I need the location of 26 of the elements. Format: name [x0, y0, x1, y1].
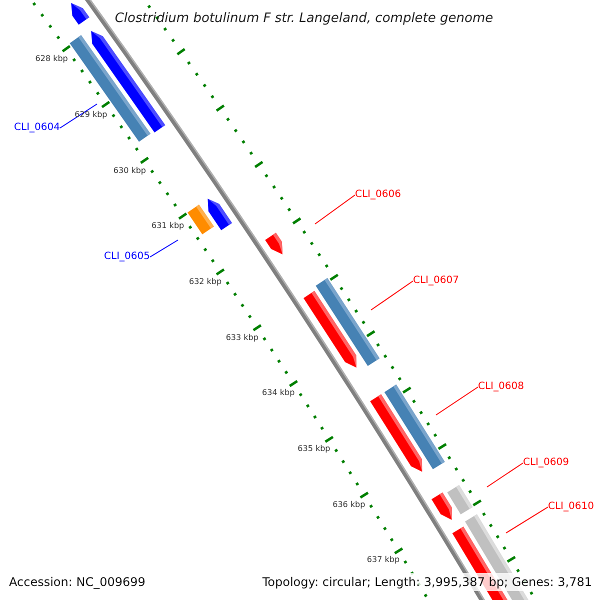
- accession-text: Accession: NC_009699: [9, 574, 146, 591]
- leader-line: [60, 104, 98, 128]
- gene-label: CLI_0604: [12, 121, 60, 135]
- gene-label: CLI_0610: [548, 500, 596, 514]
- gene-label: CLI_0608: [478, 380, 526, 394]
- gene-label: CLI_0605: [102, 250, 150, 264]
- leader-line: [486, 462, 524, 488]
- gene-label: CLI_0609: [523, 456, 571, 470]
- scale-label: 633 kbp: [226, 332, 258, 344]
- leader-line: [314, 194, 356, 224]
- scale-label: 631 kbp: [152, 220, 184, 232]
- leader-line: [150, 240, 178, 258]
- scale-label: 632 kbp: [188, 276, 222, 288]
- scale-label: 634 kbp: [262, 387, 295, 400]
- leader-line: [506, 506, 548, 534]
- scale-label: 637 kbp: [366, 554, 400, 566]
- gene-label: CLI_0607: [413, 274, 461, 288]
- scale-label: 630 kbp: [113, 164, 146, 177]
- leader-line: [436, 386, 478, 416]
- scale-label: 636 kbp: [332, 498, 366, 511]
- gene-label: CLI_0606: [355, 188, 403, 202]
- genome-info-text: Topology: circular; Length: 3,995,387 bp; Genes: 3,781: [262, 573, 592, 591]
- scale-label: 635 kbp: [298, 442, 330, 455]
- title: Clostridium botulinum F str. Langeland, complete genome: [114, 10, 494, 28]
- leader-line: [370, 280, 414, 310]
- scale-label: 628 kbp: [35, 53, 68, 66]
